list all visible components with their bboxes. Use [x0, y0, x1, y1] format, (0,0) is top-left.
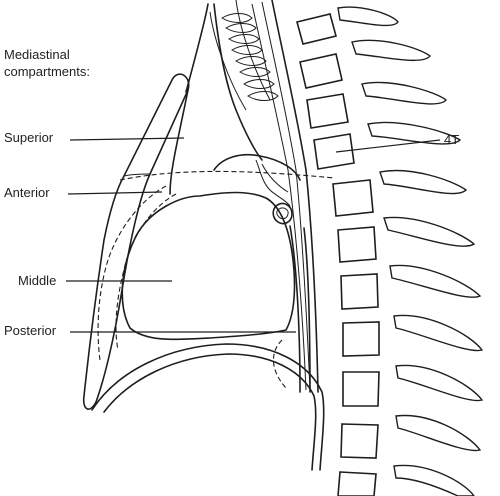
- vertebral-column: [296, 13, 380, 496]
- vertebral-body: [340, 423, 379, 459]
- leader-4t: [335, 139, 441, 153]
- label-middle: Middle: [18, 273, 57, 288]
- esophagus-strands: [209, 0, 319, 393]
- diagram-title-line1: Mediastinal: [4, 47, 70, 62]
- heart: [121, 191, 296, 341]
- diagram-title-line2: compartments:: [4, 64, 90, 79]
- label-posterior: Posterior: [4, 323, 57, 338]
- label-anterior: Anterior: [4, 185, 50, 200]
- vertebral-body: [337, 226, 377, 263]
- vertebral-body: [296, 13, 337, 45]
- vertebral-body-4t: [313, 133, 355, 170]
- vertebral-body: [340, 273, 379, 310]
- leader-lines: [66, 137, 441, 333]
- leader-superior: [69, 137, 185, 141]
- vertebral-body: [337, 471, 377, 496]
- vertebral-body: [299, 53, 343, 89]
- trachea-rings: [221, 13, 279, 101]
- label-superior: Superior: [4, 130, 54, 145]
- superior-boundary: [185, 3, 209, 93]
- vertebral-body: [342, 321, 380, 357]
- diaphragm: [91, 343, 325, 471]
- vertebral-body: [332, 179, 374, 217]
- bronchus: [272, 202, 293, 225]
- vertebral-body: [306, 93, 349, 129]
- leader-anterior: [67, 191, 163, 195]
- descending-aorta: [289, 225, 301, 393]
- aortic-arch: [213, 154, 301, 181]
- thoracic-inlet-line: [119, 170, 335, 181]
- label-4t: 4T: [444, 132, 460, 147]
- vertebral-body: [342, 371, 380, 407]
- spinous-processes: [337, 6, 484, 496]
